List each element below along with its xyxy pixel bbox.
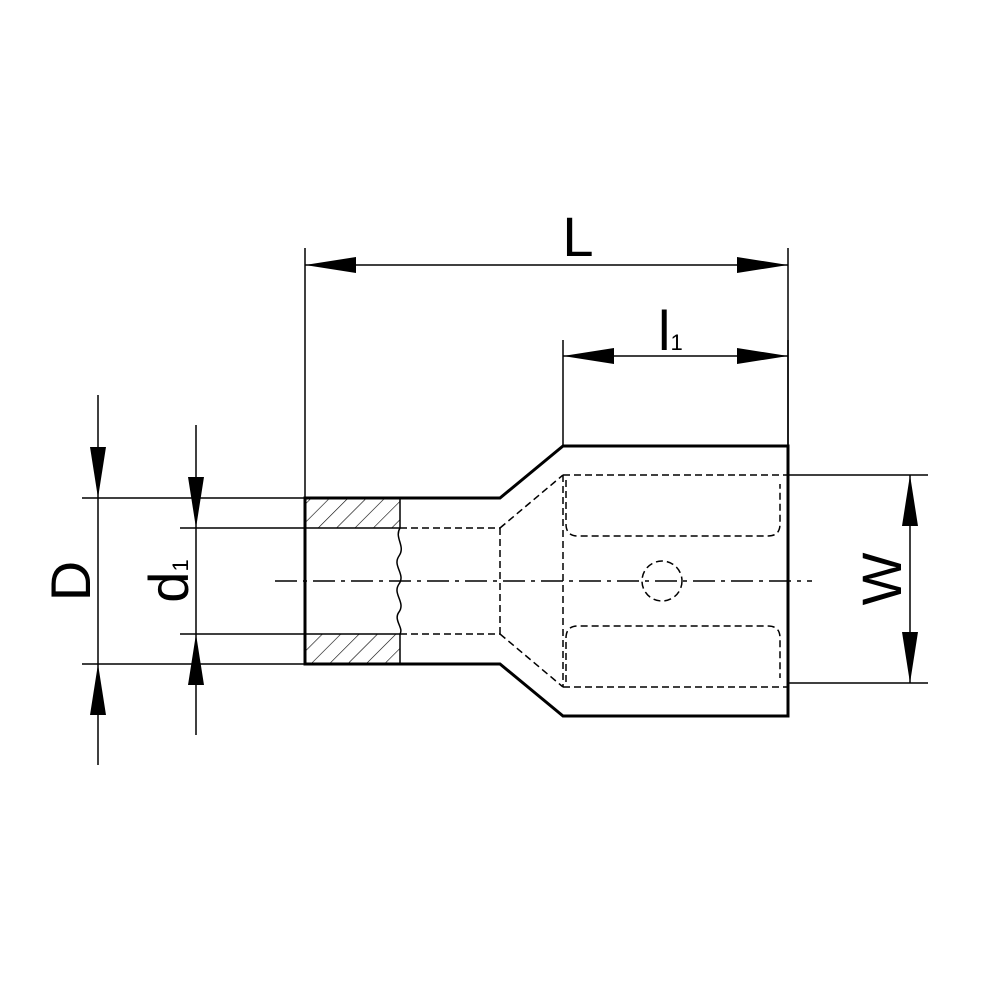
dimension-L: L — [304, 205, 789, 498]
svg-text:l1: l1 — [658, 299, 683, 362]
dimension-D: D — [39, 395, 305, 765]
dimension-d1: d1 — [137, 425, 305, 735]
dimension-W-label: W — [850, 552, 913, 605]
dimension-l1-subscript: 1 — [670, 330, 682, 355]
detent-circle — [641, 560, 683, 602]
dimension-d1-subscript: 1 — [168, 559, 193, 571]
body-outline — [303, 444, 790, 718]
sleeve-wall-top — [305, 498, 400, 528]
dimension-l1-label: l — [658, 299, 670, 362]
terminal-body — [275, 444, 812, 718]
sleeve-wall-bottom — [305, 634, 400, 664]
dimension-l1: l1 — [562, 299, 789, 446]
break-line — [396, 498, 403, 664]
dimension-D-label: D — [39, 561, 102, 601]
dimension-d1-label: d — [137, 572, 200, 603]
dimension-W: W — [788, 474, 928, 684]
dimension-L-label: L — [562, 205, 593, 268]
hidden-lines — [400, 474, 788, 688]
svg-text:d1: d1 — [137, 559, 200, 602]
